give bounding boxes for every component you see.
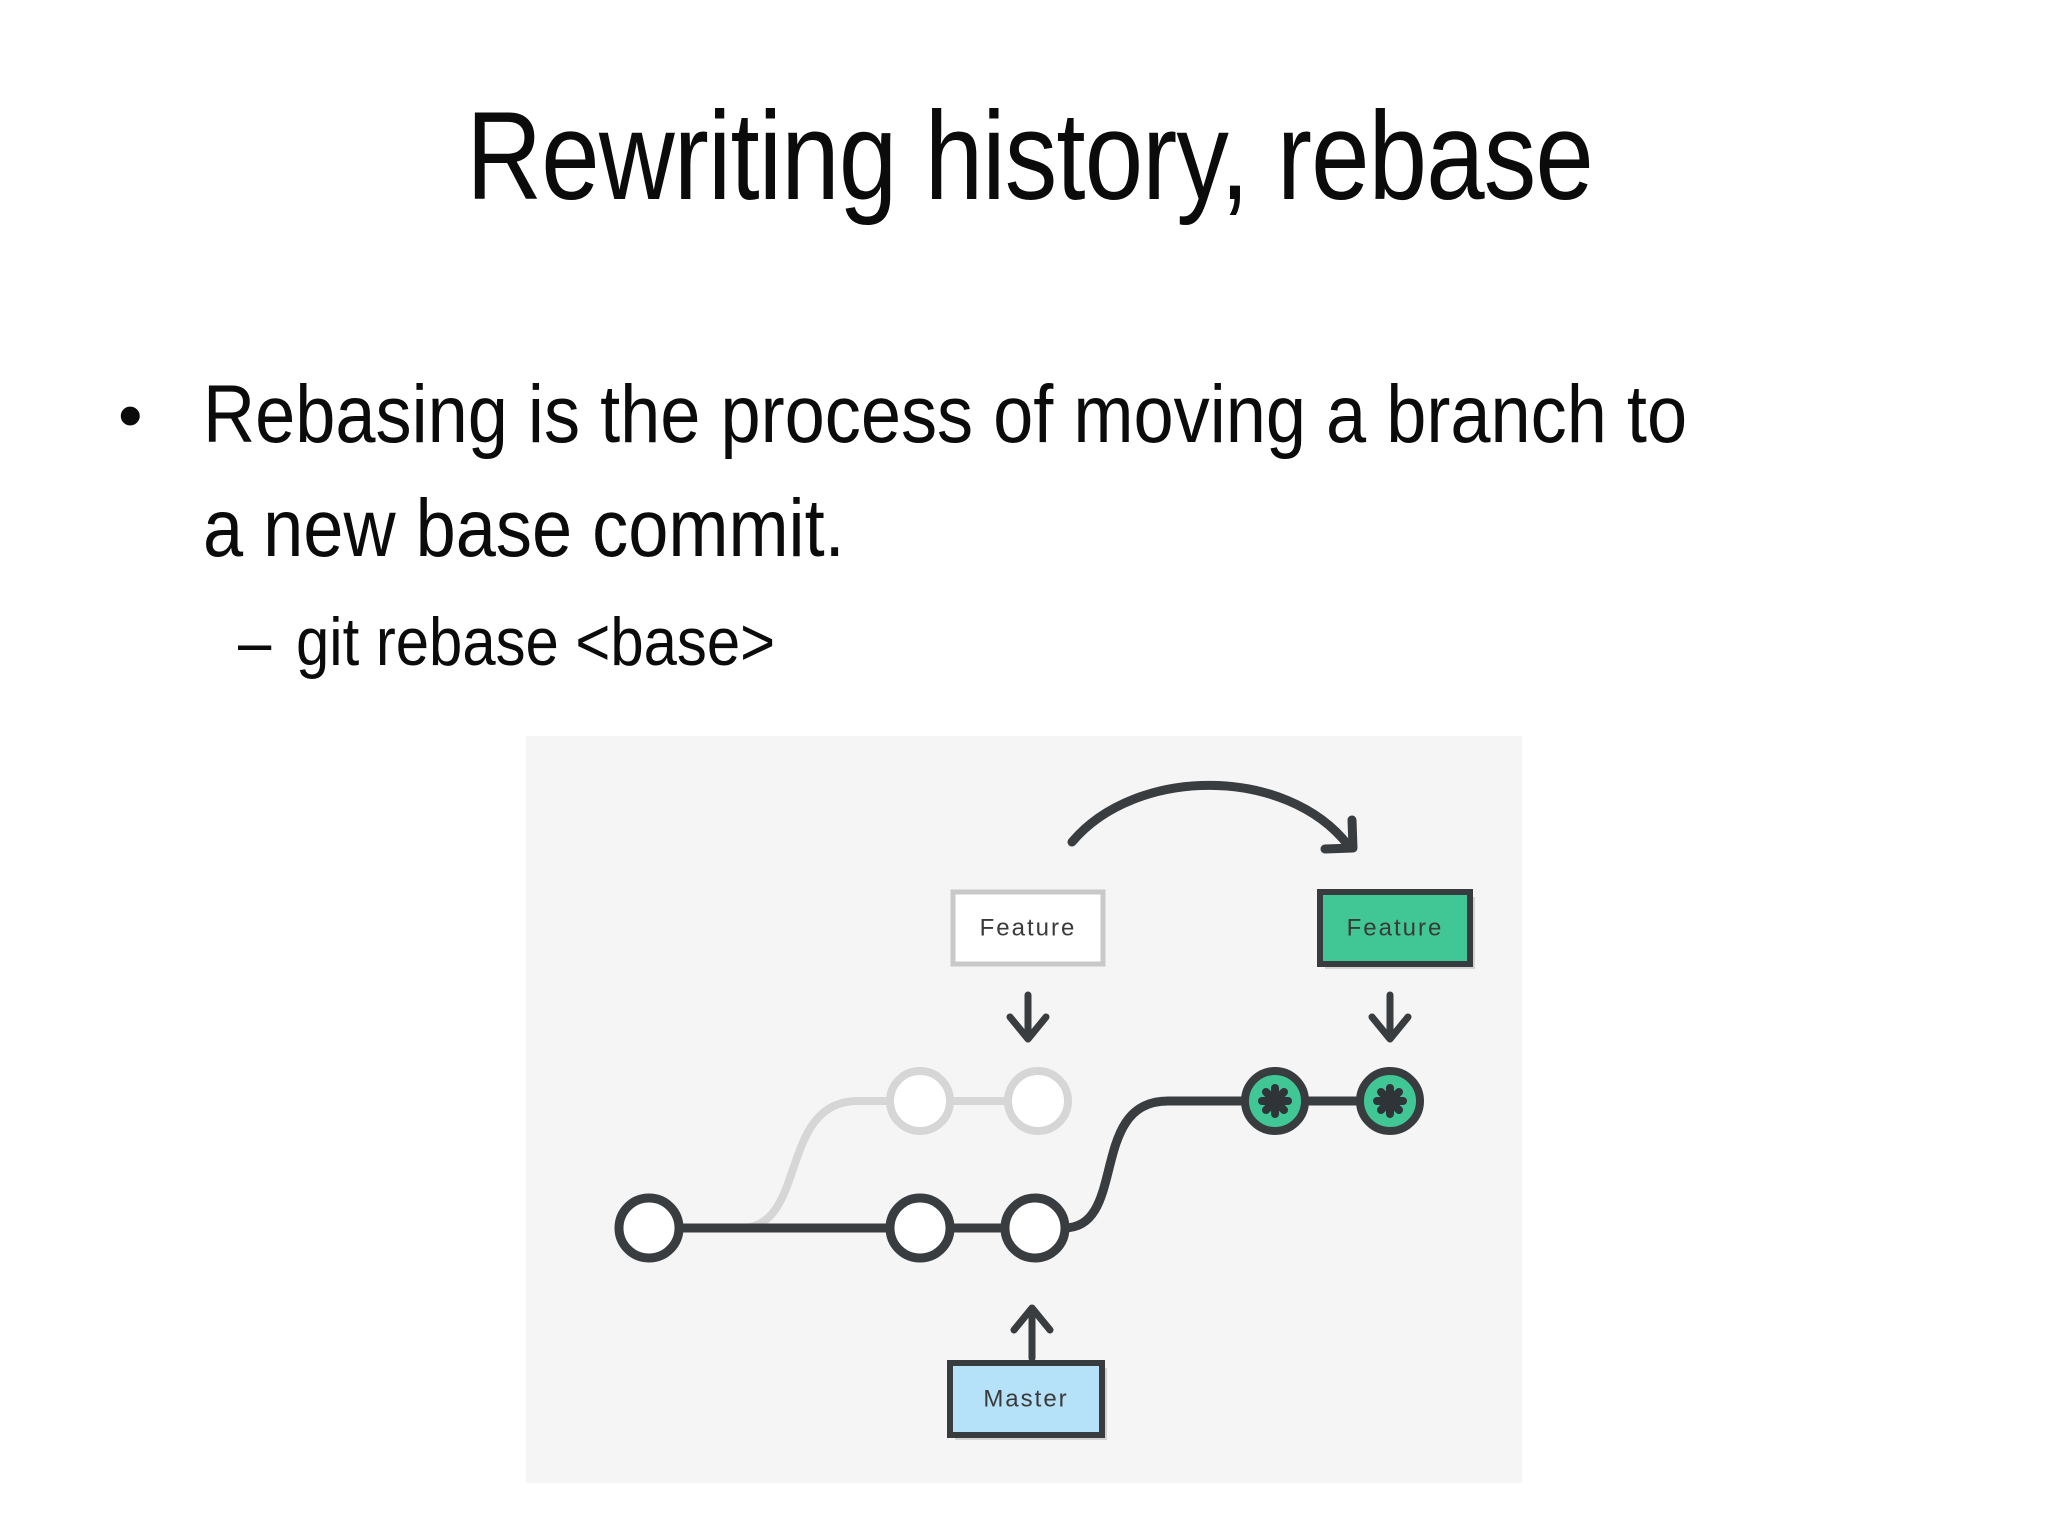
bullet-marker: • bbox=[118, 376, 143, 454]
down-arrow-icon bbox=[1368, 991, 1412, 1043]
bullet-line-2: a new base commit. bbox=[203, 483, 845, 574]
down-arrow-icon bbox=[1006, 991, 1050, 1043]
page-title: Rewriting history, rebase bbox=[0, 85, 2048, 228]
asterisk-icon bbox=[1373, 1084, 1407, 1118]
asterisk-icon bbox=[1258, 1084, 1292, 1118]
curved-arrow-icon bbox=[1067, 780, 1358, 854]
master-label-text: Master bbox=[983, 1386, 1068, 1413]
old-feature-branch-line bbox=[737, 1097, 1042, 1232]
bullet-text: Rebasing is the process of moving a bran… bbox=[203, 358, 1890, 586]
up-arrow-icon bbox=[1010, 1304, 1054, 1362]
page-title-text: Rewriting history, rebase bbox=[466, 87, 1595, 226]
sub-bullet-marker: – bbox=[238, 604, 272, 680]
feature-label-old-text: Feature bbox=[980, 915, 1077, 942]
bullet-line-1: Rebasing is the process of moving a bran… bbox=[203, 369, 1688, 460]
feature-label-new-text: Feature bbox=[1347, 915, 1444, 942]
commit-node bbox=[1000, 1193, 1070, 1263]
sub-bullet-text: git rebase <base> bbox=[295, 604, 775, 680]
commit-node bbox=[885, 1193, 955, 1263]
feature-label-new: Feature bbox=[1317, 889, 1475, 969]
master-label: Master bbox=[947, 1360, 1107, 1440]
git-graph-svg: Feature Feature Master bbox=[526, 736, 1522, 1483]
master-branch-line bbox=[644, 1096, 1395, 1233]
old-commit-node bbox=[886, 1067, 954, 1135]
sub-bullet-item: – git rebase <base> bbox=[238, 597, 840, 687]
bullet-item: • Rebasing is the process of moving a br… bbox=[118, 358, 1890, 586]
feature-label-old: Feature bbox=[950, 889, 1106, 967]
git-rebase-diagram: Feature Feature Master bbox=[526, 736, 1522, 1483]
commit-node bbox=[614, 1193, 684, 1263]
old-commit-node bbox=[1004, 1067, 1072, 1135]
